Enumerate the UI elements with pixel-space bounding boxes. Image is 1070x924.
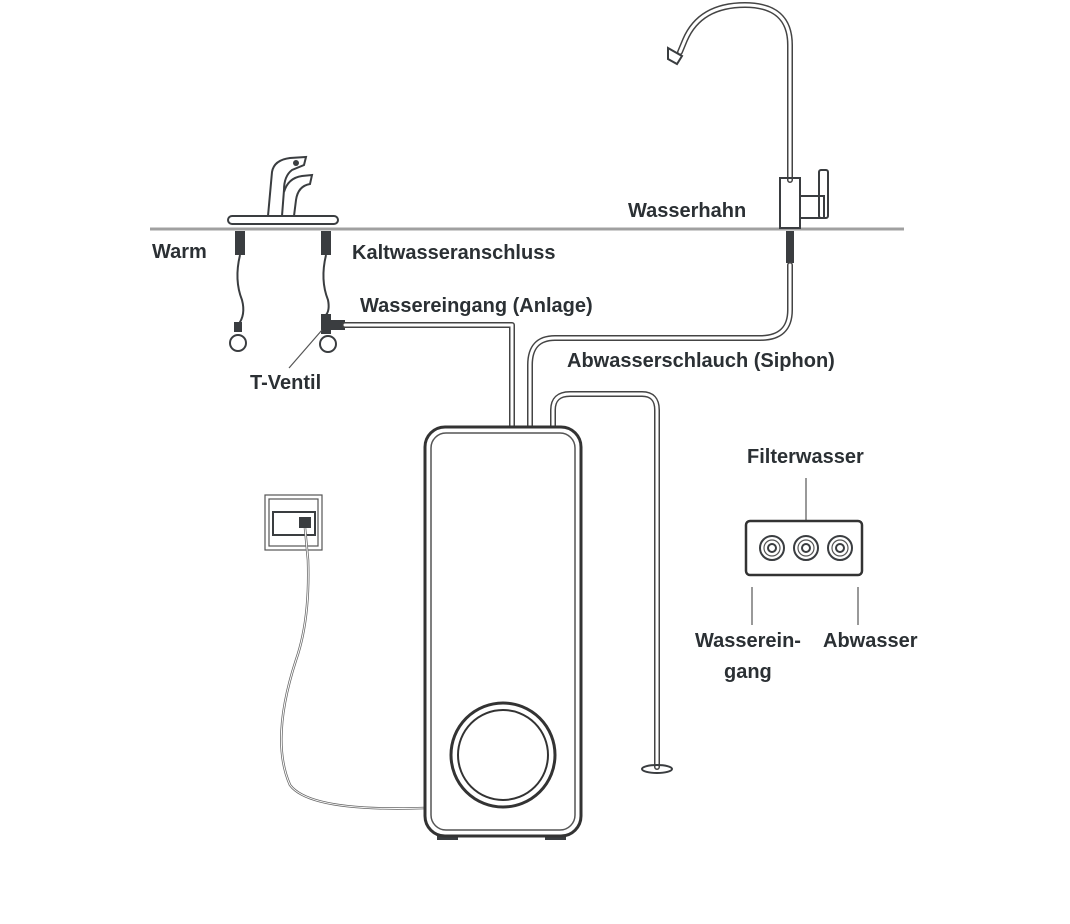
label-filtered-water: Filterwasser (747, 446, 864, 468)
sink-faucet-icon (227, 155, 339, 225)
label-warm: Warm (152, 241, 207, 263)
port-waste-icon (827, 535, 853, 561)
control-dial-icon (449, 701, 557, 809)
label-water-inlet: Wasserein- (695, 630, 801, 652)
filtered-water-pipe (527, 262, 793, 431)
inlet-pipe (342, 322, 515, 431)
wall-socket-icon (264, 494, 323, 551)
connector-panel (744, 478, 864, 625)
t-valve-icon (288, 320, 345, 369)
port-inlet-icon (759, 535, 785, 561)
label-waste-water: Abwasser (823, 630, 918, 652)
filter-faucet-icon (667, 2, 829, 263)
label-faucet: Wasserhahn (628, 200, 746, 222)
label-cold-connection: Kaltwasseranschluss (352, 242, 555, 264)
label-water-inlet-system: Wassereingang (Anlage) (360, 295, 593, 317)
power-cable (280, 527, 426, 810)
filter-unit (423, 425, 583, 840)
cold-hose-icon (319, 231, 337, 353)
label-water-inlet-2: gang (724, 661, 772, 683)
drain-base-icon (641, 764, 673, 774)
label-t-valve: T-Ventil (250, 372, 321, 394)
port-filtered-icon (793, 535, 819, 561)
label-drain-hose: Abwasserschlauch (Siphon) (567, 350, 835, 372)
warm-hose-icon (229, 231, 247, 352)
